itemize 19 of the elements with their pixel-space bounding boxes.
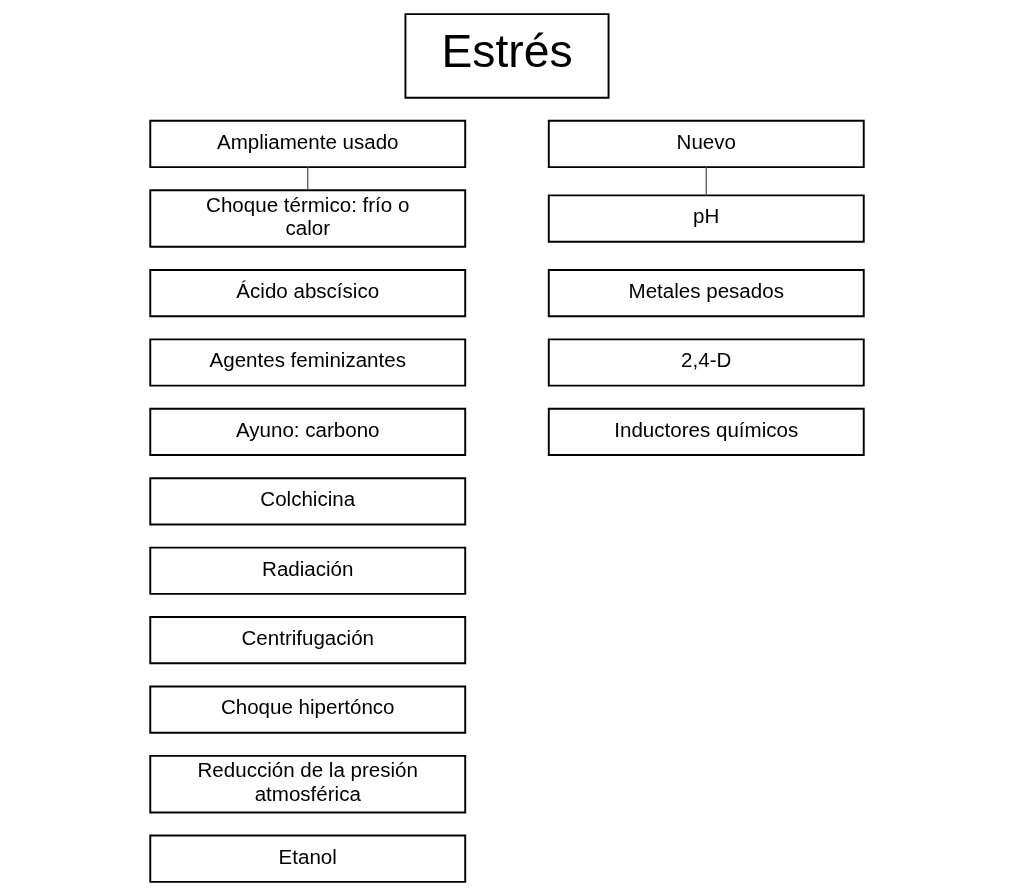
- node-box: Estrés: [404, 12, 610, 99]
- node-box: Radiación: [149, 546, 467, 595]
- node-box: Inductores químicos: [547, 407, 865, 456]
- node-box: Ayuno: carbono: [149, 407, 467, 456]
- node-box: 2,4-D: [547, 337, 865, 387]
- node-box: Agentes feminizantes: [149, 337, 467, 387]
- node-box: Etanol: [149, 834, 467, 883]
- node-box: pH: [547, 193, 865, 243]
- connector: [705, 166, 707, 196]
- connector: [307, 166, 309, 190]
- node-box: Centrifugación: [149, 615, 467, 664]
- node-box: Nuevo: [547, 119, 865, 168]
- node-box: Metales pesados: [547, 268, 865, 317]
- node-box: Reducción de la presión atmosférica: [149, 754, 467, 813]
- node-box: Choque térmico: frío o calor: [149, 188, 467, 248]
- node-box: Ácido abscísico: [149, 268, 467, 317]
- node-box: Colchicina: [149, 476, 467, 525]
- node-box: Ampliamente usado: [149, 119, 467, 168]
- node-box: Choque hipertónco: [149, 685, 467, 734]
